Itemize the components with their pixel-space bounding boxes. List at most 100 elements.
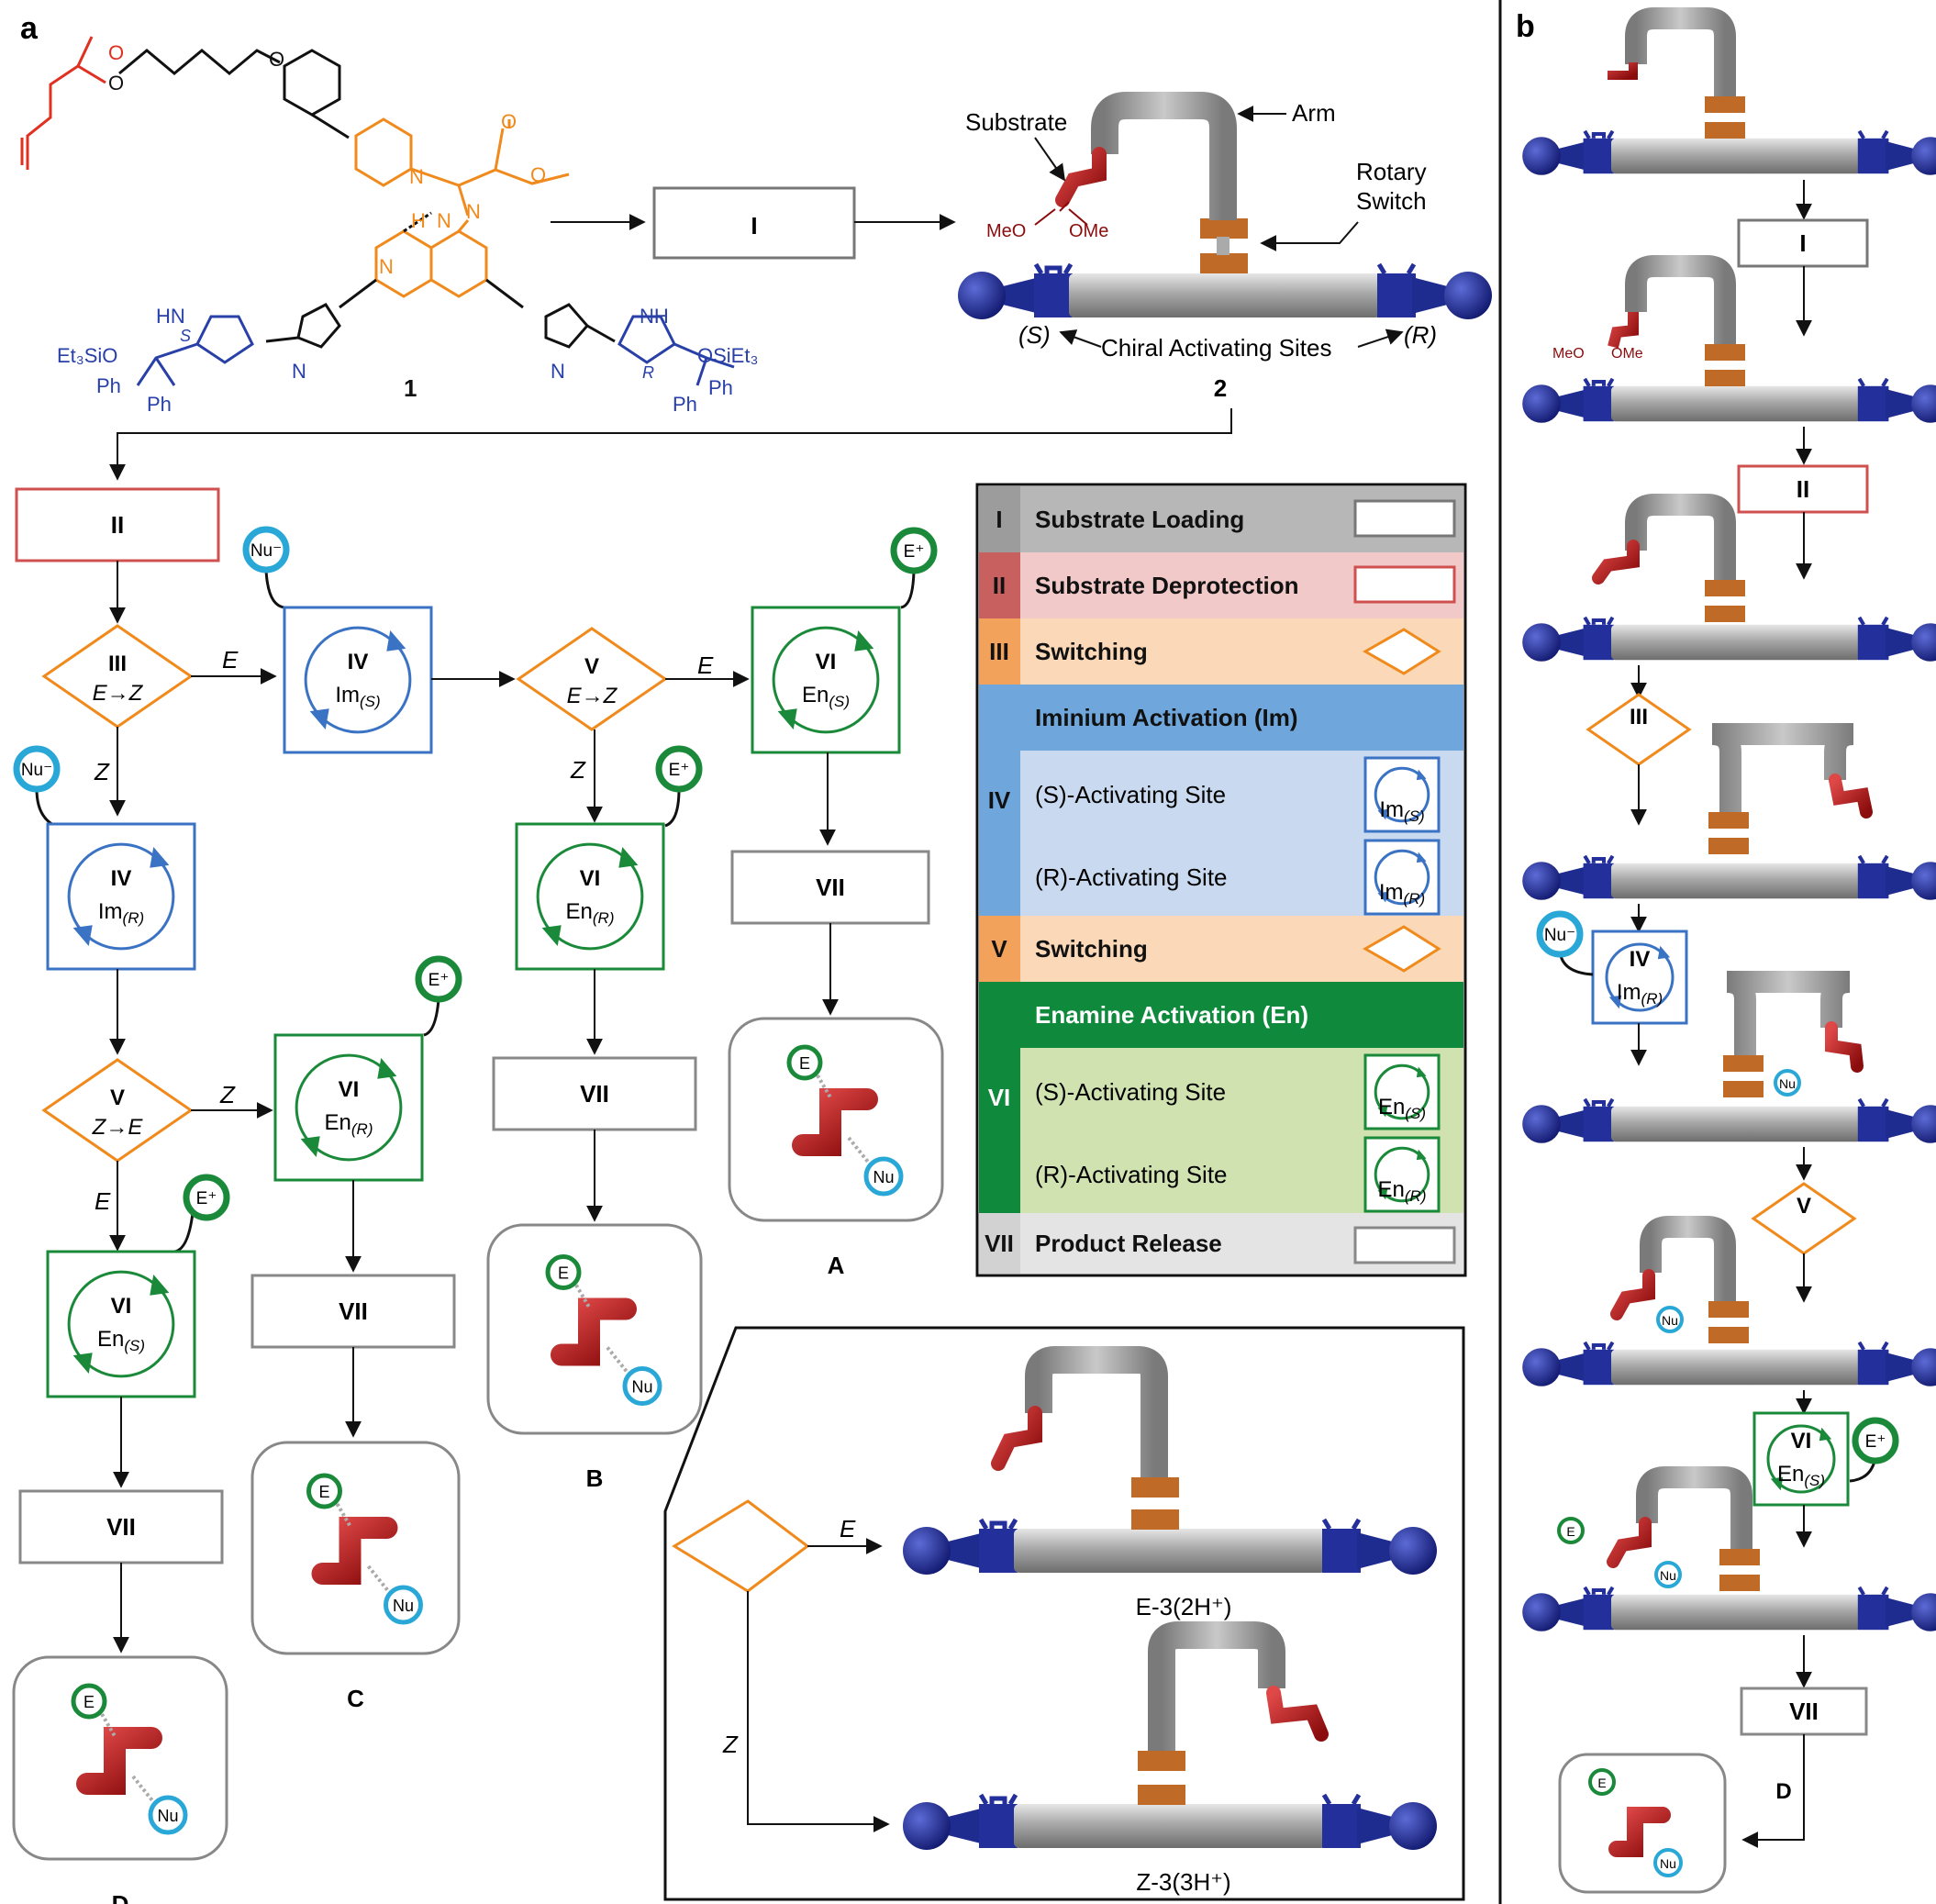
product-letter: C	[347, 1685, 364, 1712]
substrate	[1825, 1021, 1864, 1073]
electrophile-label: E	[1566, 1524, 1574, 1539]
switch-direction: E→Z	[93, 681, 144, 706]
legend-label: Product Release	[1035, 1230, 1222, 1257]
step-box	[1737, 464, 1869, 514]
step-box	[1737, 218, 1869, 268]
switch-direction: Z→E	[92, 1115, 144, 1140]
electrophile	[306, 1473, 342, 1509]
label-chiral-sites: Chiral Activating Sites	[1101, 334, 1331, 362]
reagent-label: E⁺	[904, 542, 925, 562]
product-letter: D	[1775, 1779, 1791, 1804]
bond	[816, 1074, 832, 1099]
ph-3: Ph	[708, 376, 733, 399]
rotary-switch	[1708, 812, 1749, 829]
bond	[606, 1346, 631, 1376]
catalytic-cycle	[1374, 766, 1430, 823]
step-label: IV	[1630, 947, 1651, 972]
inset-switch-states: E Z E-3(2H⁺) Z-3(3H⁺)	[663, 1326, 1465, 1901]
atom-n: N	[466, 200, 481, 223]
label-ome: OMe	[1069, 221, 1108, 241]
legend-number: I	[996, 506, 1002, 533]
rotary-switch	[1705, 122, 1745, 139]
arm	[1640, 1216, 1736, 1301]
atom-o: O	[108, 72, 124, 95]
cycle-arrowhead	[1608, 995, 1622, 1009]
bond	[574, 1284, 591, 1308]
catalytic-cycle	[1374, 1146, 1430, 1203]
activation-box	[1363, 756, 1441, 833]
atom-o: O	[501, 110, 517, 133]
switch-diamond	[41, 624, 194, 729]
step-label: V	[110, 1086, 125, 1110]
rotaxane-axle	[1522, 1342, 1936, 1386]
cycle-arrowhead	[1377, 891, 1388, 903]
label-E: E	[95, 1187, 111, 1215]
rotaxane-axle	[1522, 1099, 1936, 1143]
product-molecule	[792, 1088, 878, 1156]
legend-label: Substrate Deprotection	[1035, 572, 1299, 599]
nucleophile	[1653, 1848, 1683, 1877]
step-label: IV	[348, 650, 369, 674]
rotary-switch	[1719, 1575, 1760, 1591]
compound-1-atom-labels: O O O N O O H N N N HN NH Et₃SiO OSiEt₃ …	[57, 41, 758, 416]
catalytic-cycle	[67, 1270, 175, 1378]
activation-box	[1363, 839, 1441, 916]
rotary-switch	[1708, 1327, 1749, 1343]
cycle-arrowhead	[300, 1136, 320, 1158]
cycle-arrowhead	[150, 1274, 170, 1296]
stereo-s: S	[180, 327, 191, 345]
step-label: V	[1797, 1194, 1811, 1219]
step-label: I	[1799, 229, 1806, 257]
step-box-I	[652, 186, 856, 260]
step-label: III	[1630, 705, 1648, 729]
legend-icon-diamond	[1362, 628, 1441, 675]
product-letter: A	[828, 1252, 845, 1279]
label-z-3: Z-3(3H⁺)	[1136, 1868, 1230, 1896]
ph-1: Ph	[96, 374, 121, 397]
step-label: VII	[106, 1513, 136, 1541]
catalytic-cycle	[1374, 1063, 1430, 1120]
atom-hn: HN	[156, 305, 185, 328]
nucleophile-label: Nu	[157, 1807, 178, 1825]
nucleophile-label: Nu	[393, 1597, 414, 1615]
panel-label-a: a	[20, 11, 39, 46]
tes-left: Et₃SiO	[57, 344, 117, 367]
legend-number: III	[989, 638, 1009, 665]
product-molecule	[311, 1517, 398, 1585]
legend-sublabel: (R)-Activating Site	[1035, 863, 1228, 891]
activation-box	[751, 606, 901, 754]
activation-box	[46, 822, 196, 971]
electrophile-label: E	[83, 1693, 95, 1711]
label-r-site: (R)	[1404, 321, 1437, 349]
reagent-tether	[264, 569, 285, 609]
cycle-arrowhead	[1416, 1149, 1427, 1161]
step-label: VI	[339, 1077, 360, 1102]
legend-label: Substrate Loading	[1035, 506, 1244, 533]
arrow	[1260, 221, 1359, 251]
step-label: VII	[339, 1297, 368, 1325]
product-molecule	[1608, 1807, 1671, 1857]
label-E: E	[840, 1515, 856, 1542]
electrophile	[1588, 1768, 1616, 1796]
arrow	[1741, 1734, 1805, 1848]
step-label: V	[584, 654, 599, 679]
substrate	[1592, 540, 1640, 585]
catalytic-cycle	[304, 626, 412, 734]
legend-number: VII	[985, 1230, 1014, 1257]
electrophile-label: E	[558, 1264, 569, 1283]
legend-number-cell	[979, 486, 1020, 552]
compound-1-label: 1	[404, 374, 417, 402]
arm	[1726, 971, 1851, 1055]
activation-box	[273, 1033, 424, 1182]
atom-h: H	[411, 209, 426, 232]
rotary-switch	[1705, 606, 1745, 622]
step-box	[18, 1489, 224, 1564]
legend-sublabel: (R)-Activating Site	[1035, 1161, 1228, 1188]
tes-right: OSiEt₃	[697, 344, 758, 367]
reagent-ring	[13, 745, 61, 793]
activation-box	[1363, 1053, 1441, 1130]
catalytic-cycle	[67, 842, 175, 951]
